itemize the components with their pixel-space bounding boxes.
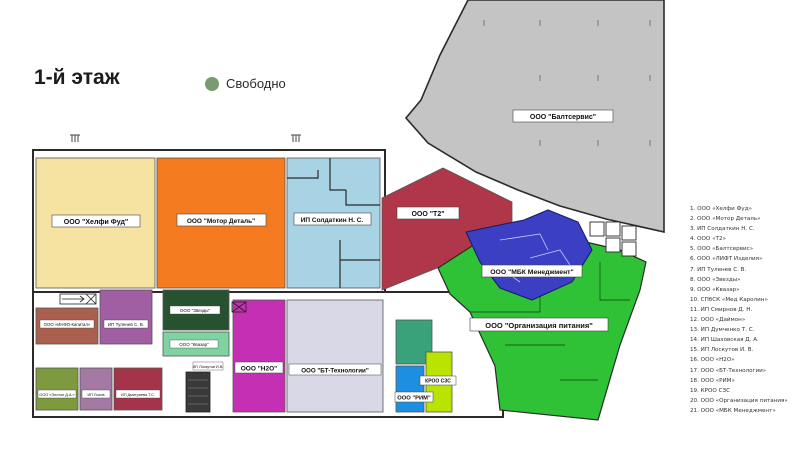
unit-label-h2o: ООО "Н2О" bbox=[234, 361, 284, 374]
baltservis-gridlines bbox=[483, 20, 651, 146]
tenant-list-item: 12. ООО «Даймон» bbox=[690, 317, 746, 324]
tenant-list-item: 13. ИП Думченко Т. С. bbox=[690, 327, 755, 334]
unit-label-soldatkin: ИП Солдаткин Н. С. bbox=[293, 212, 372, 226]
unit-label-brown: ООО «ИНФО-Капитал» bbox=[39, 319, 95, 329]
unit-label-zvezdy: ООО "Звезды" bbox=[169, 305, 221, 315]
floor-title: 1-й этаж bbox=[34, 66, 120, 89]
unit-crimson[interactable] bbox=[113, 367, 163, 411]
unit-label-tulenev: ИП Туленев С. В. bbox=[103, 319, 149, 329]
svg-text:ИП Лохов: ИП Лохов bbox=[87, 393, 104, 397]
unit-label-baltservis: ООО "Балтсервис" bbox=[512, 109, 614, 123]
side-cells bbox=[589, 221, 637, 257]
tenant-list-item: 19. КРОО СЗС bbox=[690, 387, 731, 394]
tenant-list-item: 16. ООО «Н2О» bbox=[690, 357, 735, 364]
tenant-list-item: 9. ООО «Квазар» bbox=[690, 286, 740, 293]
unit-label-kpro: КРОО СЗС bbox=[419, 375, 457, 386]
tenant-list-item: 6. ООО «ЛИФТ Изделия» bbox=[690, 256, 763, 263]
svg-text:ООО "БТ-Технологии": ООО "БТ-Технологии" bbox=[301, 368, 369, 375]
tenant-list-item: 1. ООО «Хелфи Фуд» bbox=[690, 206, 752, 212]
unit-label-mbk: ООО "МБК Менеджмент" bbox=[481, 264, 583, 278]
tenant-list-item: 5. ООО «Балтсервис» bbox=[690, 246, 754, 253]
unit-label-crimson: ИП Дмитриева Т.С. bbox=[115, 389, 161, 399]
svg-text:КРОО СЗС: КРОО СЗС bbox=[425, 379, 451, 385]
svg-text:ИП Туленев С. В.: ИП Туленев С. В. bbox=[108, 322, 144, 327]
tenant-list-item: 8. ООО «Звезды» bbox=[690, 276, 741, 283]
svg-text:ООО «ИНФО-Капитал»: ООО «ИНФО-Капитал» bbox=[44, 322, 91, 327]
entrance-marker bbox=[59, 293, 97, 305]
unit-t2[interactable] bbox=[381, 167, 513, 291]
unit-label-rim: ООО "РИМ" bbox=[394, 391, 434, 403]
svg-text:ООО "Хелфи Фуд": ООО "Хелфи Фуд" bbox=[64, 219, 128, 226]
svg-text:ООО "Звезды": ООО "Звезды" bbox=[180, 308, 211, 313]
svg-text:ИП Дмитриева Т.С.: ИП Дмитриева Т.С. bbox=[121, 393, 155, 397]
tenant-list-item: 4. ООО «Т2» bbox=[690, 236, 726, 243]
tenant-list-item: 18. ООО «РИМ» bbox=[690, 377, 735, 384]
svg-text:ООО "Т2": ООО "Т2" bbox=[411, 211, 444, 218]
svg-text:ИП Лоскутов И.В.: ИП Лоскутов И.В. bbox=[193, 365, 224, 369]
svg-text:ООО "Мотор Деталь": ООО "Мотор Деталь" bbox=[187, 218, 255, 225]
unit-bt-tech[interactable] bbox=[286, 299, 384, 413]
tenant-list-item: 17. ООО «БТ-Технологии» bbox=[690, 367, 767, 374]
legend: Свободно bbox=[205, 76, 286, 91]
unit-tulenev[interactable] bbox=[99, 289, 153, 345]
svg-text:ООО «Элотон Д.А.»: ООО «Элотон Д.А.» bbox=[39, 393, 74, 397]
tenant-list-item: 10. СПбСК «Мед Каролин» bbox=[690, 296, 768, 303]
cross-marker bbox=[231, 301, 247, 313]
svg-text:ООО "Квазар": ООО "Квазар" bbox=[179, 342, 209, 347]
unit-label-olive: ООО «Элотон Д.А.» bbox=[37, 389, 77, 399]
unit-label-bt-tech: ООО "БТ-Технологии" bbox=[288, 363, 382, 376]
tenant-list-item: 14. ИП Шаховская Д. А. bbox=[690, 337, 759, 344]
tenant-list-item: 7. ИП Туленев С. В. bbox=[690, 266, 747, 273]
unit-label-catering: ООО "Организация питания" bbox=[469, 317, 609, 332]
tenant-list-item: 20. ООО «Организация питания» bbox=[690, 397, 788, 404]
svg-text:ООО "РИМ": ООО "РИМ" bbox=[397, 396, 431, 402]
unit-label-kvazar: ООО "Квазар" bbox=[169, 339, 219, 349]
tenant-list-item: 11. ИП Смирнов Д. Н. bbox=[690, 306, 753, 313]
svg-text:ИП Солдаткин Н. С.: ИП Солдаткин Н. С. bbox=[301, 217, 364, 224]
svg-text:ООО "Организация питания": ООО "Организация питания" bbox=[485, 321, 593, 330]
tenant-list: 1. ООО «Хелфи Фуд» 2. ООО «Мотор Деталь» 3… bbox=[690, 204, 798, 416]
tenant-list-item: 3. ИП Солдаткин Н. С. bbox=[690, 226, 755, 233]
unit-label-small: ИП Лоскутов И.В. bbox=[193, 361, 224, 371]
unit-label-t2: ООО "Т2" bbox=[396, 206, 460, 220]
label-baltservis: ООО "Балтсервис" bbox=[530, 114, 596, 121]
unit-olive[interactable] bbox=[35, 367, 79, 411]
tenant-list-item: 15. ИП Лоскутов И. В. bbox=[690, 347, 754, 354]
svg-text:ООО "Н2О": ООО "Н2О" bbox=[241, 366, 278, 373]
stairwell bbox=[185, 371, 211, 413]
unit-label-mauve: ИП Лохов bbox=[81, 389, 111, 399]
stair-steps bbox=[188, 379, 208, 405]
svg-text:ООО "МБК Менеджмент": ООО "МБК Менеджмент" bbox=[490, 269, 573, 276]
unit-rim[interactable] bbox=[395, 365, 425, 413]
soldatkin-inner-walls bbox=[287, 158, 380, 288]
tenant-list-item: 21. ООО «МБК Менеджмент» bbox=[690, 407, 776, 414]
legend-label: Свободно bbox=[226, 76, 286, 91]
legend-swatch bbox=[205, 76, 219, 91]
unit-h2o[interactable] bbox=[232, 299, 286, 413]
unit-label-helfi-food: ООО "Хелфи Фуд" bbox=[51, 214, 141, 228]
unit-label-motor-detail: ООО "Мотор Деталь" bbox=[176, 213, 267, 227]
unit-mauve[interactable] bbox=[79, 367, 113, 411]
vent-marks bbox=[70, 134, 301, 142]
tenant-list-item: 2. ООО «Мотор Деталь» bbox=[690, 216, 761, 223]
